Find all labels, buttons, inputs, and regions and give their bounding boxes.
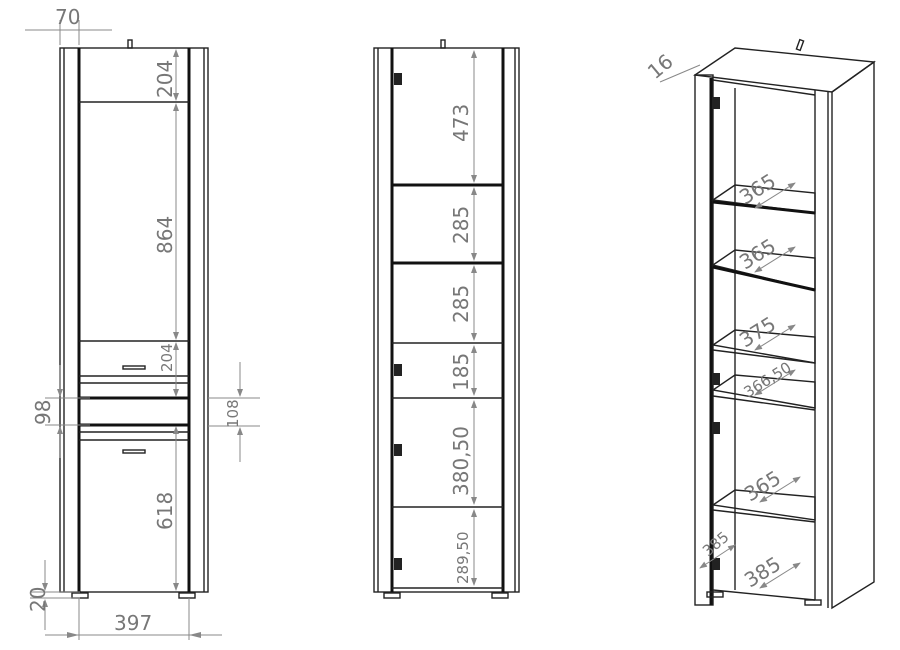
dim-compartment-5: 380,50 — [449, 426, 473, 496]
dim-panel-thickness: 16 — [643, 49, 678, 84]
dim-compartment-6: 289,50 — [454, 532, 472, 585]
dim-top-section: 204 — [153, 60, 177, 98]
dim-door-depth: 385 — [699, 528, 733, 560]
front-view-dimensions: 70 204 864 204 618 98 108 20 397 — [25, 5, 260, 640]
hinge-icon — [394, 444, 402, 456]
front-view-cabinet — [59, 39, 209, 599]
hinge-icon — [712, 373, 720, 385]
dim-inner-width: 397 — [114, 611, 152, 635]
hinge-icon — [712, 422, 720, 434]
dim-middle-gap-left: 98 — [31, 400, 55, 425]
dim-upper-section: 864 — [153, 216, 177, 254]
dim-shelf-depth-2: 365 — [735, 234, 780, 275]
drawer-handle-icon — [122, 365, 146, 370]
dim-shelf-depth-3: 375 — [735, 312, 780, 353]
hinge-icon — [394, 558, 402, 570]
perspective-view-cabinet — [693, 38, 876, 610]
dim-drawer-height: 204 — [158, 343, 176, 372]
dim-middle-gap-right: 108 — [224, 399, 242, 428]
dim-compartment-1: 473 — [449, 104, 473, 142]
inner-view-dimensions: 473 285 285 185 380,50 289,50 — [449, 50, 477, 586]
dim-lower-section: 618 — [153, 492, 177, 530]
dim-compartment-2: 285 — [449, 206, 473, 244]
hinge-icon — [394, 73, 402, 85]
inner-view-cabinet — [373, 39, 520, 599]
dim-foot-height: 20 — [26, 587, 50, 612]
door-handle-icon — [122, 449, 146, 454]
dim-compartment-3: 285 — [449, 285, 473, 323]
hinge-icon — [394, 364, 402, 376]
dim-top-offset: 70 — [55, 5, 80, 29]
dim-compartment-4: 185 — [449, 353, 473, 391]
hinge-icon — [712, 97, 720, 109]
